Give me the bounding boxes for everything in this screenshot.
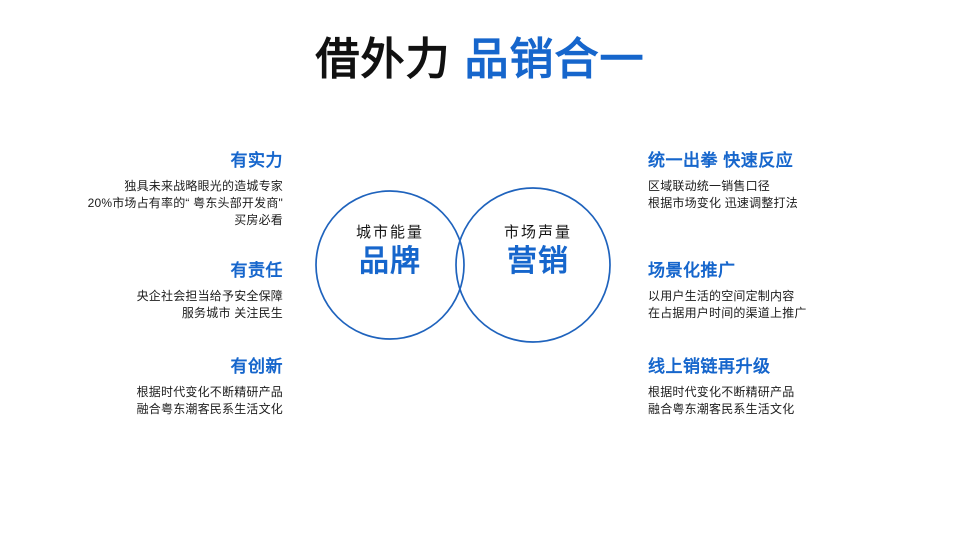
left-block-responsibility-line-2: 服务城市 关注民生	[181, 306, 283, 321]
right-column: 统一出拳 快速反应 区域联动统一销售口径 根据市场变化 迅速调整打法 场景化推广…	[648, 150, 888, 418]
right-block-online-chain-upgrade-line-2: 融合粤东潮客民系生活文化	[648, 402, 795, 417]
left-block-strength-line-1: 独具未来战略眼光的造城专家	[124, 179, 283, 194]
right-block-unified-action-line-1: 区域联动统一销售口径	[648, 179, 771, 194]
left-block-innovation-line-1: 根据时代变化不断精研产品	[136, 385, 283, 400]
right-block-online-chain-upgrade-heading: 线上销链再升级	[648, 357, 771, 376]
left-block-innovation-heading: 有创新	[230, 357, 283, 376]
right-block-scenario-promotion-heading: 场景化推广	[648, 261, 736, 280]
left-column: 有实力 独具未来战略眼光的造城专家 20%市场占有率的“ 粤东头部开发商" 买房…	[43, 150, 283, 418]
right-block-unified-action-line-2: 根据市场变化 迅速调整打法	[648, 196, 798, 211]
right-block-online-chain-upgrade-line-1: 根据时代变化不断精研产品	[648, 385, 795, 400]
right-block-scenario-promotion-line-2: 在占据用户时间的渠道上推广	[648, 306, 807, 321]
page-title-black-part: 借外力	[315, 35, 451, 84]
right-block-scenario-promotion: 场景化推广 以用户生活的空间定制内容 在占据用户时间的渠道上推广	[648, 260, 888, 334]
page-title-blue-part: 品销合一	[464, 35, 645, 84]
left-block-innovation: 有创新 根据时代变化不断精研产品 融合粤东潮客民系生活文化	[43, 356, 283, 418]
left-block-strength-heading: 有实力	[230, 151, 283, 170]
left-block-strength-line-2: 20%市场占有率的“ 粤东头部开发商"	[87, 196, 283, 211]
right-block-online-chain-upgrade: 线上销链再升级 根据时代变化不断精研产品 融合粤东潮客民系生活文化	[648, 356, 888, 418]
left-block-responsibility: 有责任 央企社会担当给予安全保障 服务城市 关注民生	[43, 260, 283, 334]
venn-circle-right	[455, 187, 611, 343]
left-block-innovation-line-2: 融合粤东潮客民系生活文化	[136, 402, 283, 417]
venn-circle-left	[315, 190, 465, 340]
right-block-unified-action-heading: 统一出拳 快速反应	[648, 151, 794, 170]
venn-circles-svg	[315, 187, 611, 343]
venn-diagram: 城市能量 品牌 市场声量 营销	[305, 178, 625, 358]
left-block-responsibility-line-1: 央企社会担当给予安全保障	[136, 289, 283, 304]
left-block-strength: 有实力 独具未来战略眼光的造城专家 20%市场占有率的“ 粤东头部开发商" 买房…	[43, 150, 283, 238]
left-block-responsibility-heading: 有责任	[230, 261, 283, 280]
right-block-unified-action: 统一出拳 快速反应 区域联动统一销售口径 根据市场变化 迅速调整打法	[648, 150, 888, 238]
right-block-scenario-promotion-line-1: 以用户生活的空间定制内容	[648, 289, 795, 304]
left-block-strength-line-3: 买房必看	[234, 213, 283, 228]
page-title: 借外力品销合一	[0, 35, 960, 84]
